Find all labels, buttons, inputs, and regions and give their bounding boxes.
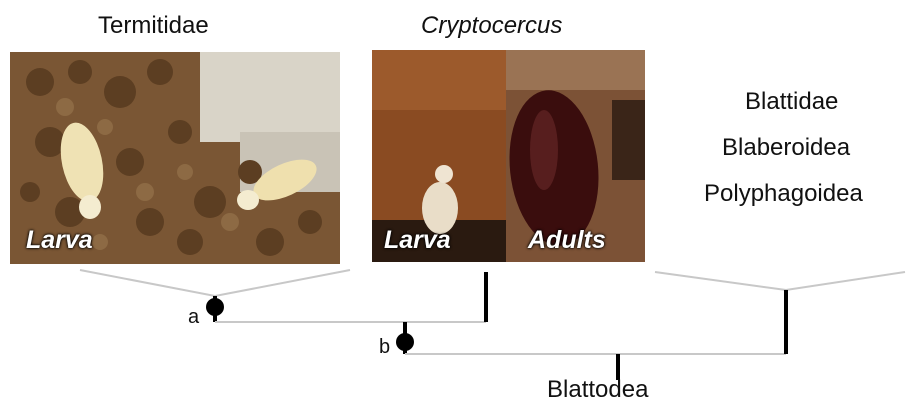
termitidae-fan-branch [80, 270, 350, 296]
node-b-label: b [379, 336, 390, 359]
node-a-marker [206, 298, 224, 316]
node-b-marker [396, 333, 414, 351]
node-a-label: a [188, 306, 199, 329]
clade-label-blattodea: Blattodea [547, 376, 648, 404]
right-clade-fan-branch [655, 272, 905, 290]
